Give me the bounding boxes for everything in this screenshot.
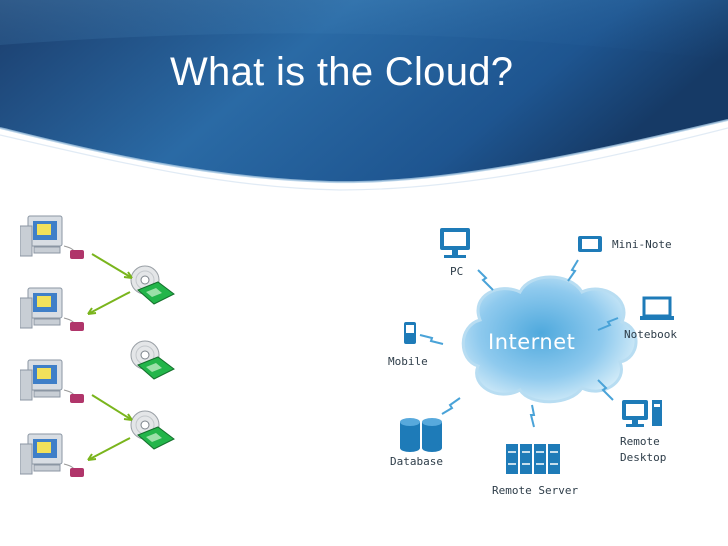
- computer-icon: [20, 215, 85, 260]
- disk-icon: [130, 410, 175, 450]
- computer-icon: [20, 433, 85, 478]
- notebook-label: Notebook: [624, 328, 677, 341]
- remote-server-icon: [506, 444, 560, 474]
- computer-icon: [20, 287, 85, 332]
- mini-note-label: Mini-Note: [612, 238, 672, 251]
- pc-label: PC: [450, 265, 463, 278]
- database-label: Database: [390, 455, 443, 468]
- mini-note-icon: [578, 236, 602, 252]
- internet-cloud-diagram: Internet PC Mini-Note Notebook Mobile: [388, 228, 677, 497]
- sync-arrows: [87, 253, 133, 461]
- remote-server-label: Remote Server: [492, 484, 578, 497]
- slide-title: What is the Cloud?: [170, 50, 514, 94]
- remote-desktop-icon: [622, 400, 662, 427]
- legacy-storage-illustration: [20, 215, 175, 478]
- connection-bolts: [419, 259, 619, 428]
- mobile-label: Mobile: [388, 355, 428, 368]
- remote-desktop-label-line2: Desktop: [620, 451, 666, 464]
- notebook-icon: [640, 296, 674, 320]
- pc-icon: [440, 228, 470, 258]
- computer-icon: [20, 359, 85, 404]
- mobile-icon: [404, 322, 416, 344]
- internet-label: Internet: [488, 330, 575, 354]
- internet-cloud: Internet: [461, 275, 638, 404]
- title-banner: [0, 0, 728, 191]
- disk-icon: [130, 340, 175, 380]
- disk-icon: [130, 265, 175, 305]
- database-icon: [400, 418, 442, 452]
- remote-desktop-label-line1: Remote: [620, 435, 660, 448]
